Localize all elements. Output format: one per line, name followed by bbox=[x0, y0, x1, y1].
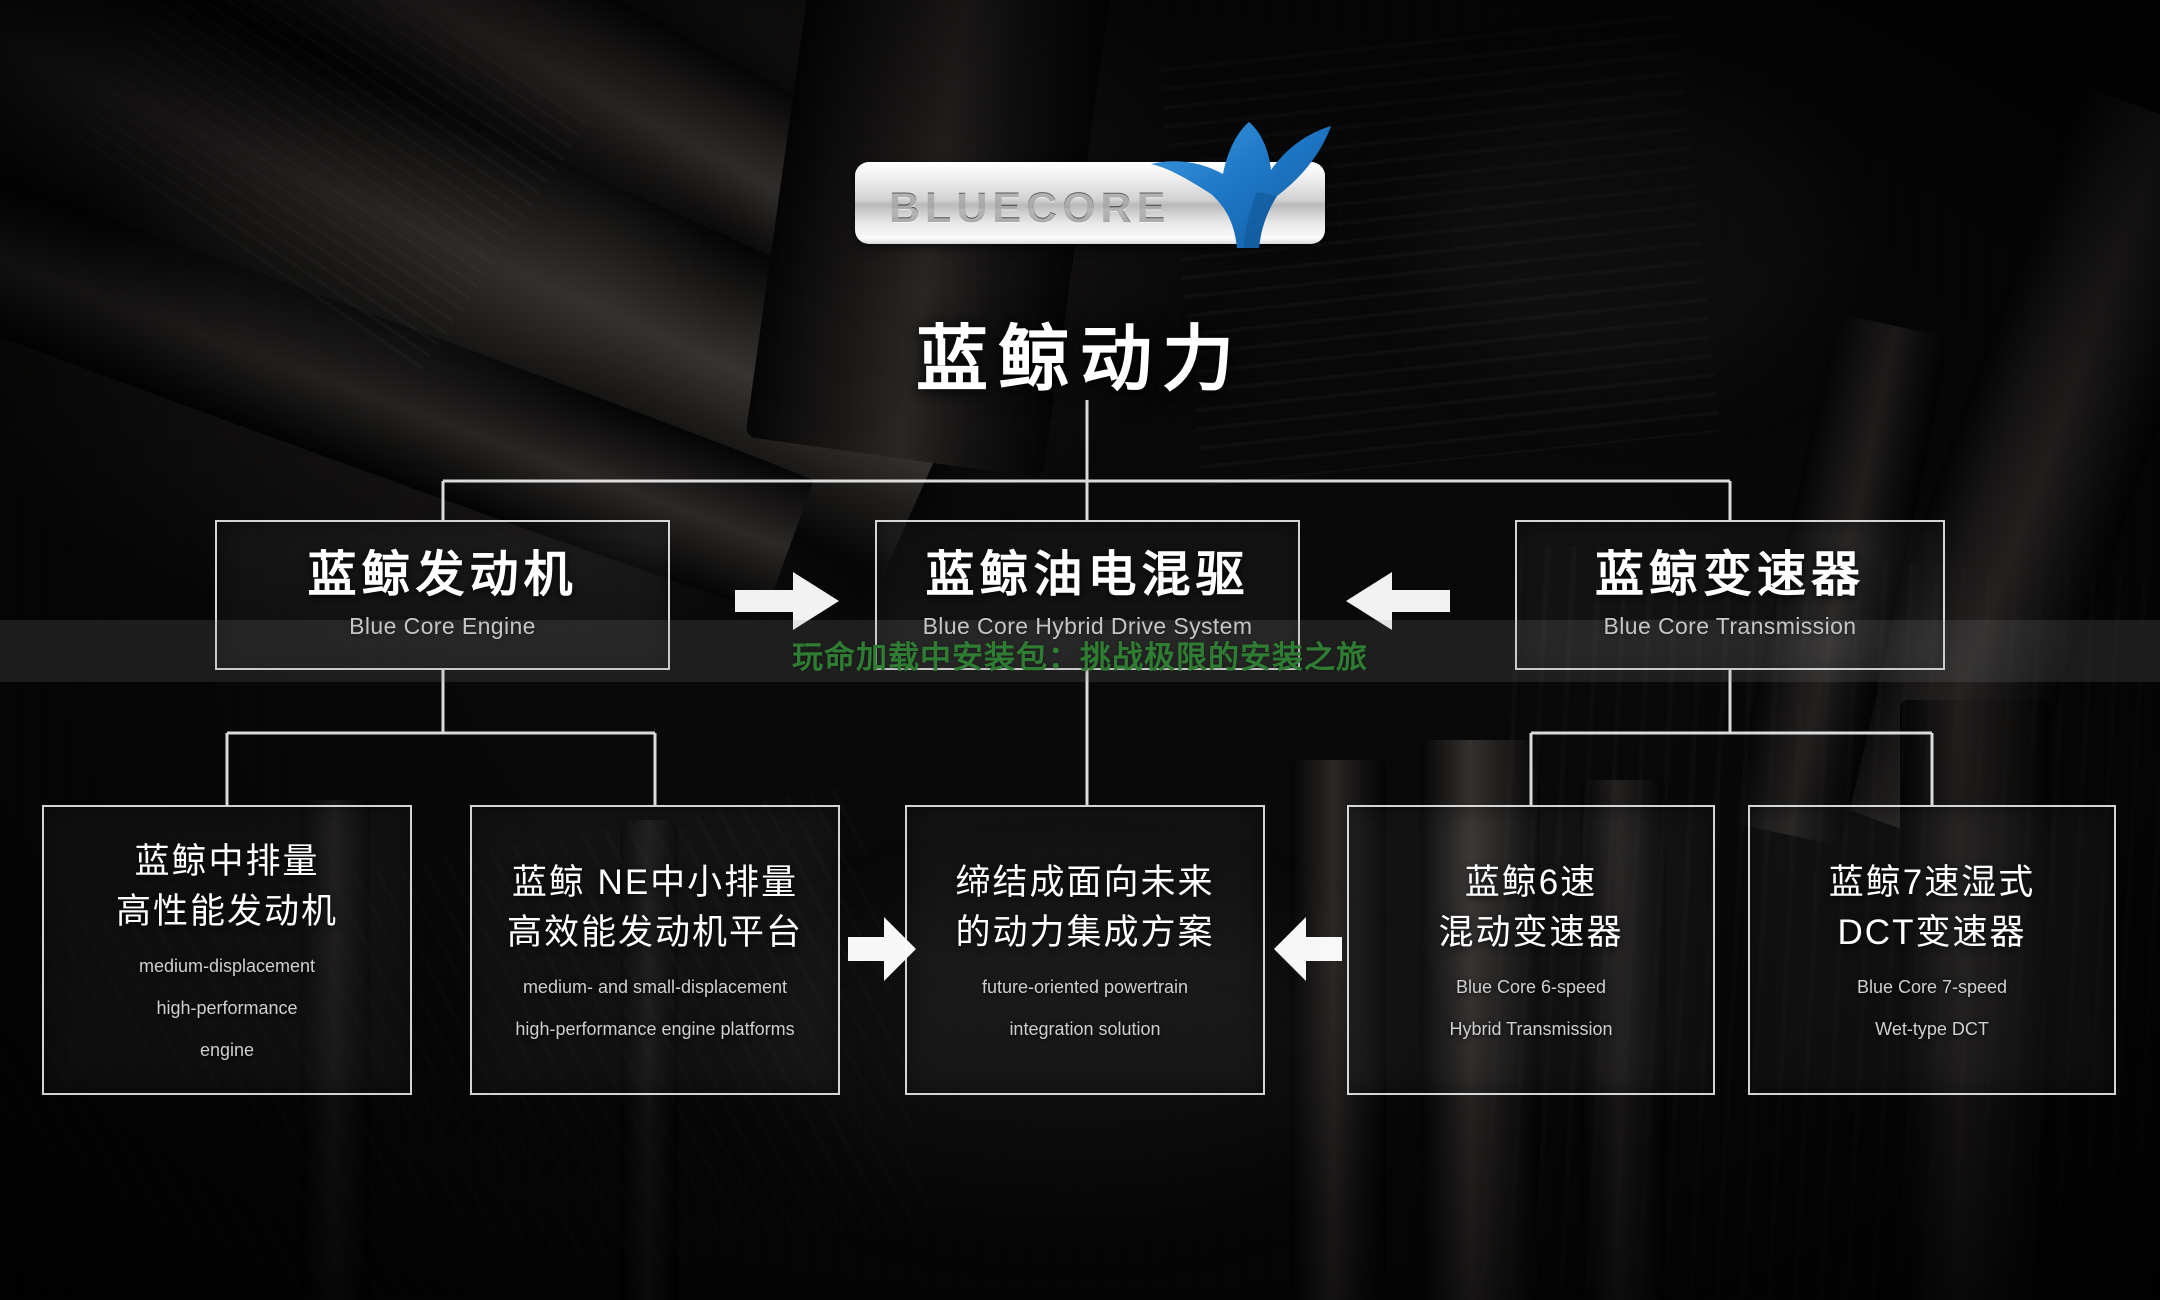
node-title-en: Blue Core Transmission bbox=[1603, 613, 1857, 640]
node-title-en: Blue Core Hybrid Drive System bbox=[922, 613, 1253, 640]
node-title-en-line1: medium-displacement bbox=[138, 955, 316, 976]
logo-wordmark: BLUECORE bbox=[889, 184, 1171, 232]
watermark-text: 玩命加载中安装包：挑战极限的安装之旅 bbox=[792, 640, 1368, 675]
node-title-en-line2: integration solution bbox=[1009, 1018, 1161, 1039]
watermark-band bbox=[0, 620, 2160, 682]
node-7-speed-wet-dct[interactable]: 蓝鲸7速湿式 DCT变速器 Blue Core 7-speed Wet-type… bbox=[1748, 805, 2116, 1095]
node-title-en-line1: Blue Core 7-speed bbox=[1856, 976, 2008, 997]
node-title-cn: 蓝鲸发动机 bbox=[307, 547, 578, 602]
whale-tail-icon bbox=[1151, 122, 1331, 248]
node-title-en-line1: future-oriented powertrain bbox=[981, 976, 1189, 997]
node-medium-displacement-engine[interactable]: 蓝鲸中排量 高性能发动机 medium-displacement high-pe… bbox=[42, 805, 412, 1095]
node-title-en: Blue Core Engine bbox=[349, 613, 536, 640]
node-title-en-line2: Hybrid Transmission bbox=[1449, 1018, 1613, 1039]
node-title-cn-line2: 的动力集成方案 bbox=[955, 912, 1215, 952]
node-title-cn-line1: 蓝鲸6速 bbox=[1464, 863, 1598, 903]
node-title-cn: 蓝鲸油电混驱 bbox=[925, 547, 1250, 602]
node-title-en-line1: Blue Core 6-speed bbox=[1455, 976, 1607, 997]
node-title-en-line1: medium- and small-displacement bbox=[522, 976, 788, 997]
node-title-cn-line1: 蓝鲸中排量 bbox=[134, 842, 320, 882]
node-title-en-line2: high-performance engine platforms bbox=[515, 1018, 795, 1039]
node-6-speed-hybrid-transmission[interactable]: 蓝鲸6速 混动变速器 Blue Core 6-speed Hybrid Tran… bbox=[1347, 805, 1715, 1095]
arrow-engine-to-hybrid-icon bbox=[735, 572, 839, 630]
node-blue-core-hybrid-drive[interactable]: 蓝鲸油电混驱 Blue Core Hybrid Drive System bbox=[875, 520, 1300, 670]
node-title-en-line2: Wet-type DCT bbox=[1875, 1018, 1989, 1039]
node-title-cn-line1: 缔结成面向未来 bbox=[955, 863, 1215, 903]
node-ne-engine-platform[interactable]: 蓝鲸 NE中小排量 高效能发动机平台 medium- and small-dis… bbox=[470, 805, 840, 1095]
node-title-cn-line2: DCT变速器 bbox=[1837, 912, 2027, 952]
node-title-cn-line2: 混动变速器 bbox=[1438, 912, 1624, 952]
arrow-hybrid-transmission-to-solution-icon bbox=[1274, 917, 1342, 981]
page-title: 蓝鲸动力 bbox=[915, 320, 1244, 400]
node-blue-core-engine[interactable]: 蓝鲸发动机 Blue Core Engine bbox=[215, 520, 670, 670]
node-title-cn-line2: 高性能发动机 bbox=[115, 891, 338, 931]
node-title-cn: 蓝鲸变速器 bbox=[1594, 547, 1865, 602]
node-title-cn-line1: 蓝鲸 NE中小排量 bbox=[511, 863, 799, 903]
bluecore-logo: BLUECORE bbox=[855, 120, 1335, 250]
arrow-platform-to-solution-icon bbox=[848, 917, 916, 981]
node-title-en-line3: engine bbox=[199, 1039, 255, 1060]
node-title-cn-line2: 高效能发动机平台 bbox=[506, 912, 803, 952]
node-title-cn-line1: 蓝鲸7速湿式 bbox=[1828, 863, 2036, 903]
arrow-transmission-to-hybrid-icon bbox=[1346, 572, 1450, 630]
node-blue-core-transmission[interactable]: 蓝鲸变速器 Blue Core Transmission bbox=[1515, 520, 1945, 670]
node-future-powertrain-solution[interactable]: 缔结成面向未来 的动力集成方案 future-oriented powertra… bbox=[905, 805, 1265, 1095]
node-title-en-line2: high-performance bbox=[156, 997, 298, 1018]
